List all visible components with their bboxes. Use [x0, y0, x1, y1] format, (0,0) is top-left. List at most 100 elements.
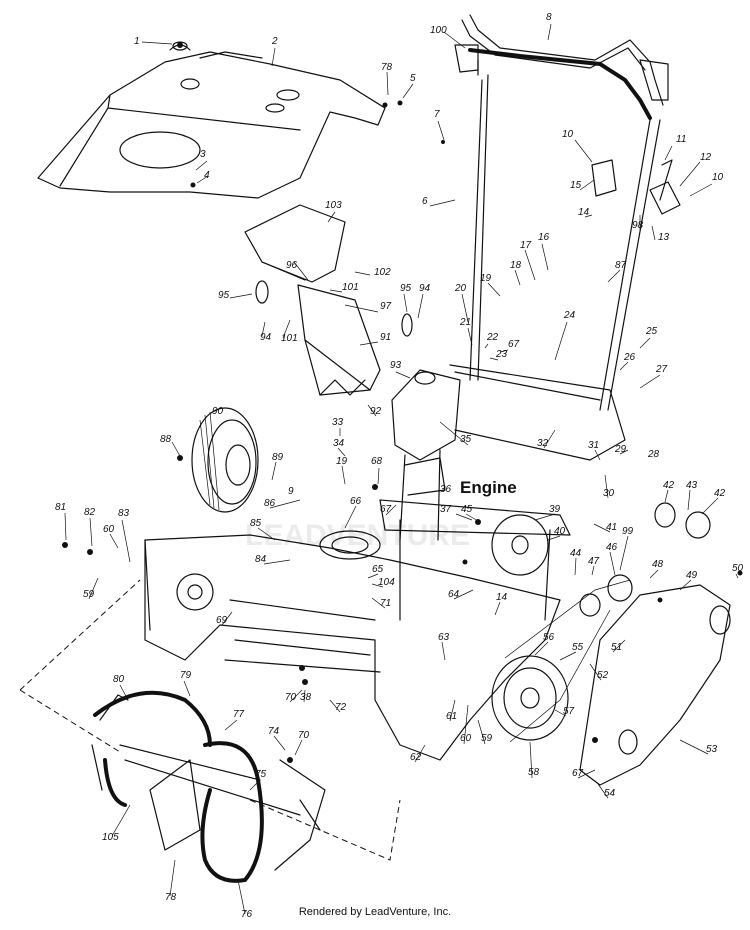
callout-65: 65 [372, 564, 384, 575]
callout-41: 41 [606, 522, 617, 533]
callout-25: 25 [645, 326, 658, 337]
callout-23: 23 [495, 349, 508, 360]
callout-71: 71 [380, 598, 391, 609]
callout-75: 75 [255, 769, 267, 780]
callout-6: 6 [422, 196, 428, 207]
callout-32: 32 [537, 438, 549, 449]
callout-16: 16 [538, 232, 550, 243]
callout-67: 67 [508, 339, 520, 350]
callout-17: 17 [520, 240, 532, 251]
callout-35: 35 [460, 434, 472, 445]
callout-77: 77 [233, 709, 245, 720]
callout-42b: 42 [714, 488, 726, 499]
callout-39: 39 [549, 504, 561, 515]
callout-10b: 10 [712, 172, 724, 183]
callout-34: 34 [333, 438, 345, 449]
callout-95: 95 [218, 290, 230, 301]
callout-42: 42 [663, 480, 675, 491]
discharge-chute-part [244, 204, 413, 396]
callout-49: 49 [686, 570, 698, 581]
credit-text: Rendered by LeadVenture, Inc. [298, 906, 452, 918]
callout-8: 8 [546, 12, 552, 23]
callout-96: 96 [286, 260, 298, 271]
auger-part [19, 579, 401, 883]
callout-79: 79 [180, 670, 192, 681]
auger-housing-part [144, 499, 571, 761]
callout-85: 85 [250, 518, 262, 529]
callout-63: 63 [438, 632, 450, 643]
callout-94b: 94 [419, 283, 431, 294]
callout-59b: 59 [481, 733, 493, 744]
callout-78b: 78 [165, 892, 177, 903]
callout-18: 18 [510, 260, 522, 271]
callout-87: 87 [615, 260, 627, 271]
callout-28: 28 [647, 449, 660, 460]
callout-92: 92 [370, 406, 382, 417]
callout-58: 58 [528, 767, 540, 778]
callout-68: 68 [371, 456, 383, 467]
callout-98: 98 [632, 220, 644, 231]
part-callouts: 1 2 3 4 78 5 100 8 7 6 10 11 12 10 15 14… [55, 12, 744, 920]
callout-78: 78 [381, 62, 393, 73]
callout-60b: 60 [460, 733, 472, 744]
callout-90: 90 [212, 406, 224, 417]
wheel-part [191, 407, 259, 513]
callout-81: 81 [55, 502, 66, 513]
callout-12: 12 [700, 152, 712, 163]
callout-27: 27 [655, 364, 668, 375]
callout-86: 86 [264, 498, 276, 509]
callout-31: 31 [588, 440, 599, 451]
callout-83: 83 [118, 508, 130, 519]
callout-80: 80 [113, 674, 125, 685]
callout-7: 7 [434, 109, 440, 120]
callout-19: 19 [480, 273, 492, 284]
callout-14b: 14 [496, 592, 508, 603]
callout-95b: 95 [400, 283, 412, 294]
callout-48: 48 [652, 559, 664, 570]
callout-70: 70 [285, 692, 297, 703]
callout-36: 36 [440, 484, 452, 495]
callout-93: 93 [390, 360, 402, 371]
callout-24: 24 [563, 310, 576, 321]
callout-13: 13 [658, 232, 670, 243]
callout-61: 61 [446, 711, 457, 722]
top-cover-part [37, 41, 386, 199]
callout-70b: 70 [298, 730, 310, 741]
callout-53: 53 [706, 744, 718, 755]
hardware-marks [62, 42, 743, 763]
callout-15: 15 [570, 180, 582, 191]
handle-assembly [454, 14, 681, 411]
callout-104: 104 [378, 577, 395, 588]
callout-67c: 67 [572, 768, 584, 779]
callout-55: 55 [572, 642, 584, 653]
pulley-belt-part [491, 502, 711, 743]
callout-10: 10 [562, 129, 574, 140]
callout-76: 76 [241, 909, 253, 920]
callout-20: 20 [454, 283, 467, 294]
callout-43: 43 [686, 480, 698, 491]
callout-46: 46 [606, 542, 618, 553]
callout-45: 45 [461, 504, 473, 515]
callout-82: 82 [84, 507, 96, 518]
callout-74: 74 [268, 726, 280, 737]
engine-part [391, 364, 626, 541]
callout-100: 100 [430, 25, 447, 36]
callout-40: 40 [554, 526, 566, 537]
callout-3: 3 [200, 149, 206, 160]
callout-22: 22 [486, 332, 499, 343]
callout-69: 69 [216, 615, 228, 626]
callout-62: 62 [410, 752, 422, 763]
callout-26: 26 [623, 352, 636, 363]
watermark-text: LEADVENTURE [245, 519, 470, 552]
callout-19b: 19 [336, 456, 348, 467]
callout-89: 89 [272, 452, 284, 463]
callout-11: 11 [676, 134, 686, 145]
callout-103: 103 [325, 200, 342, 211]
callout-67b: 67 [380, 504, 392, 515]
callout-21: 21 [459, 317, 471, 328]
callout-56: 56 [543, 632, 555, 643]
callout-105: 105 [102, 832, 119, 843]
callout-33: 33 [332, 417, 344, 428]
